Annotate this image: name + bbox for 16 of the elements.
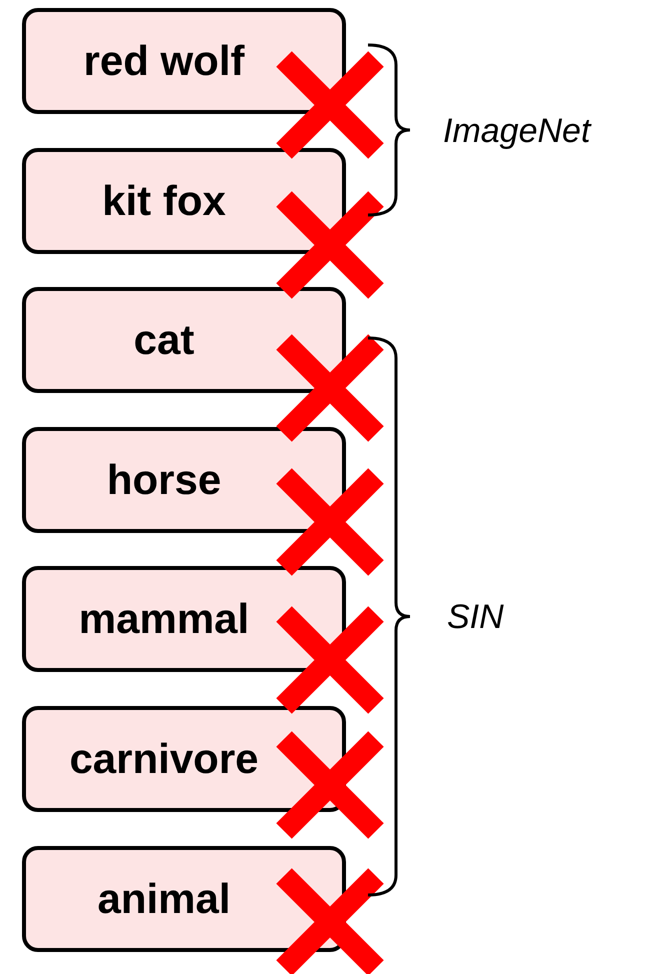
class-name: horse [106,456,222,504]
class-box [22,566,346,672]
group-label: SIN [447,598,504,637]
class-box [22,427,346,533]
class-box [22,287,346,393]
class-box [22,148,346,254]
class-box [22,846,346,952]
class-name: carnivore [69,735,259,783]
class-name: red wolf [83,37,244,85]
group-label: ImageNet [443,112,590,151]
class-name: mammal [78,595,250,643]
class-name: cat [134,316,194,364]
class-name: kit fox [102,177,226,225]
class-box [22,706,346,812]
class-box [22,8,346,114]
class-name: animal [97,875,231,923]
